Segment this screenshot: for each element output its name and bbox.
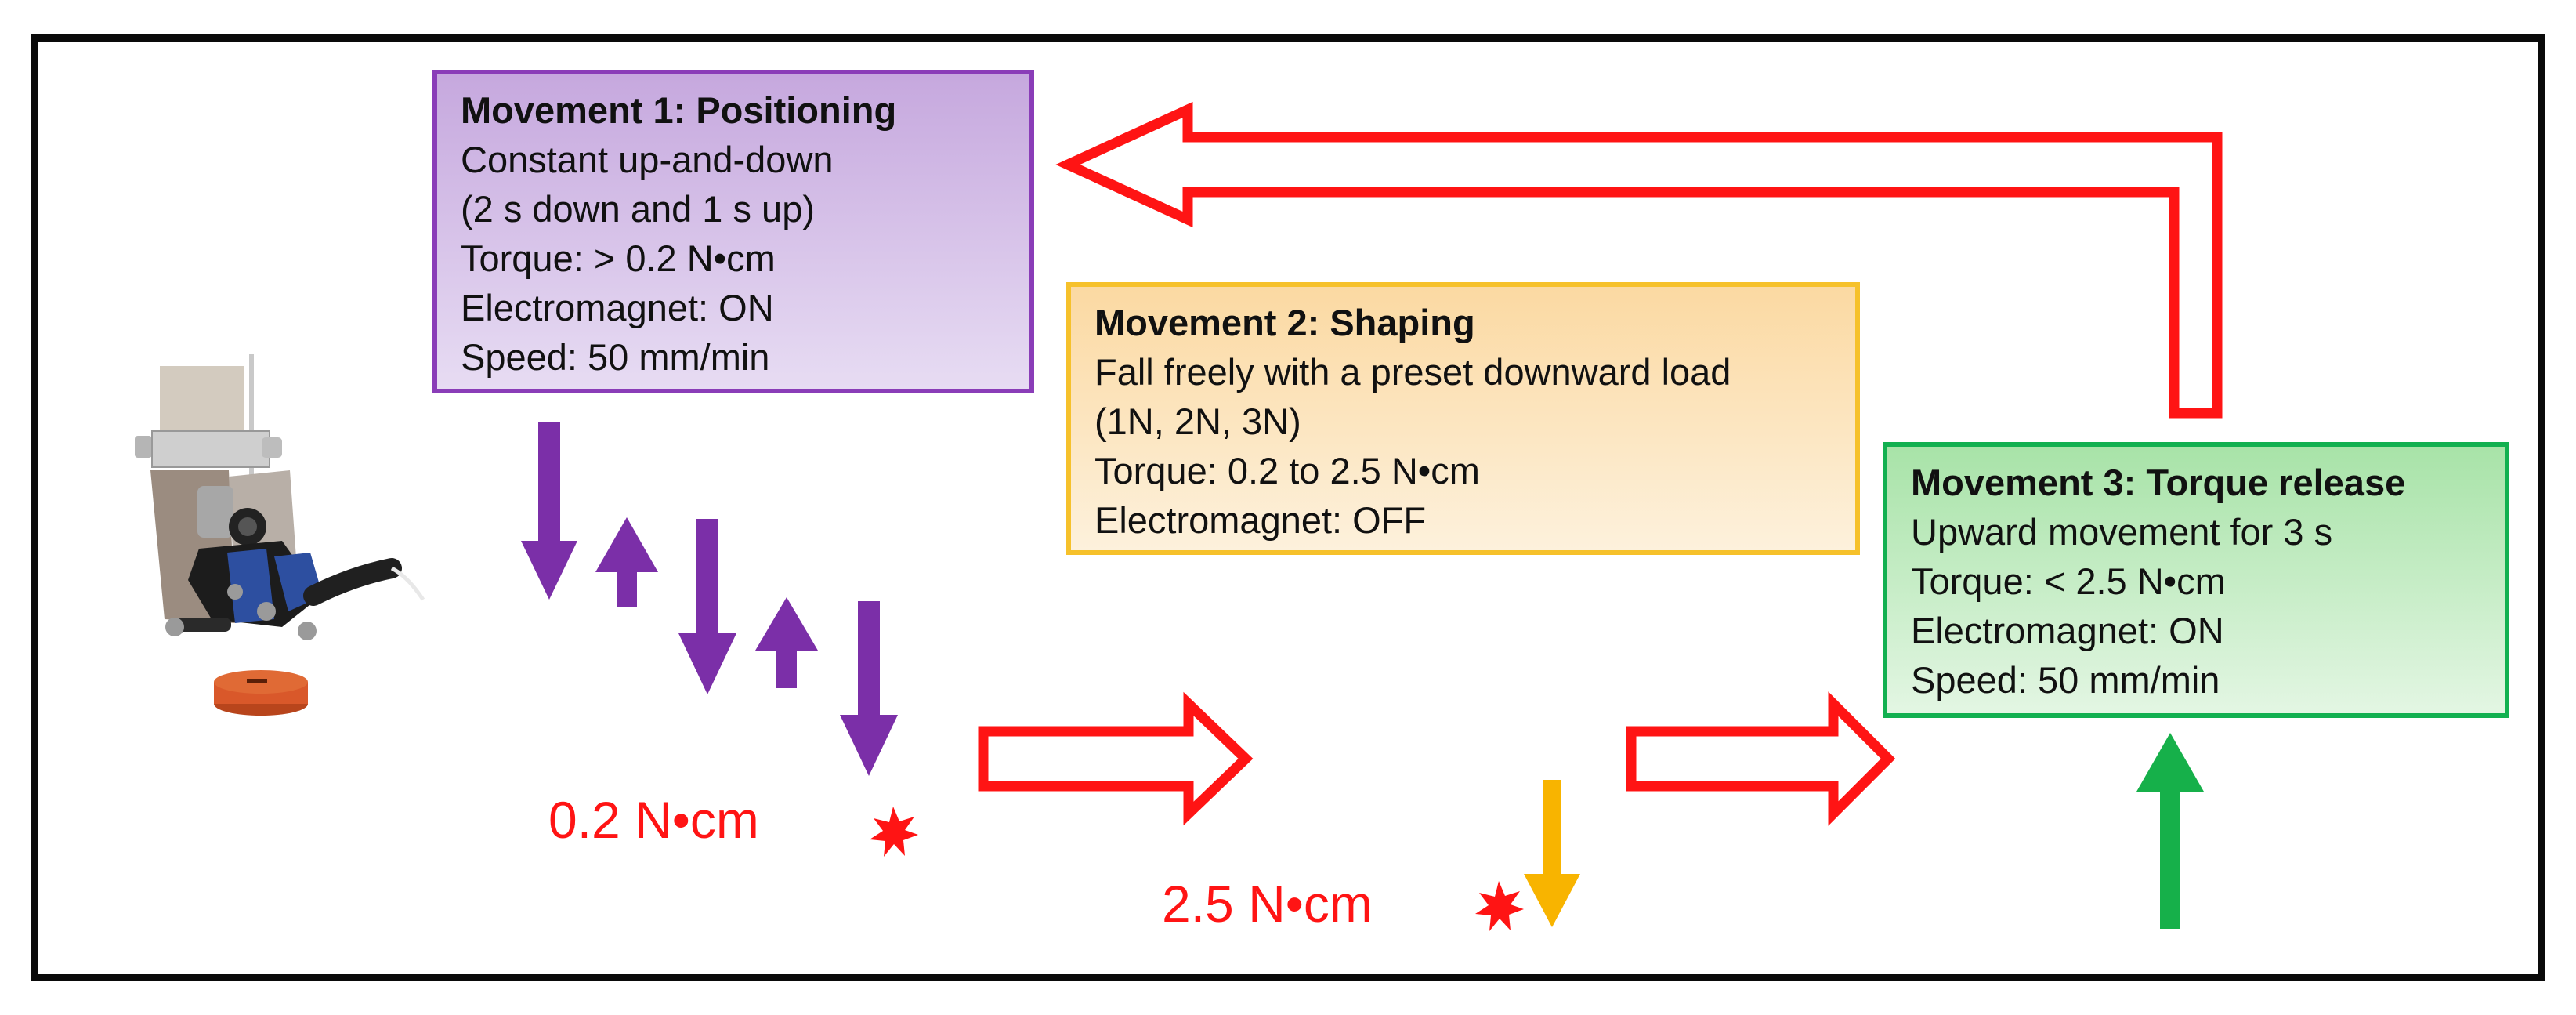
movement2-line: Fall freely with a preset downward load: [1094, 351, 1731, 393]
down-arrow-icon: [521, 422, 577, 600]
movement1-box: Movement 1: Positioning Constant up-and-…: [432, 70, 1034, 393]
movement1-line: (2 s down and 1 s up): [461, 188, 815, 230]
movement3-line: Speed: 50 mm/min: [1911, 659, 2220, 701]
movement3-line: Electromagnet: ON: [1911, 610, 2224, 651]
starburst-icon: [1475, 881, 1524, 931]
up-arrow-icon: [755, 597, 818, 688]
movement3-line: Upward movement for 3 s: [1911, 511, 2333, 553]
movement1-arrows: [521, 422, 898, 776]
down-arrow-icon: [840, 601, 898, 776]
movement1-line: Torque: > 0.2 N•cm: [461, 237, 776, 279]
movement2-down-arrow-icon: [1524, 780, 1580, 927]
flow-arrow-2-to-3: [1626, 691, 1896, 826]
movement3-line: Torque: < 2.5 N•cm: [1911, 560, 2226, 602]
movement1-line: Electromagnet: ON: [461, 287, 774, 328]
movement2-line: Torque: 0.2 to 2.5 N•cm: [1094, 450, 1480, 491]
movement3-box: Movement 3: Torque release Upward moveme…: [1883, 442, 2509, 718]
movement1-line: Constant up-and-down: [461, 139, 834, 180]
movement2-box: Movement 2: Shaping Fall freely with a p…: [1066, 282, 1860, 555]
up-arrow-icon: [595, 517, 658, 607]
return-flow-arrow: [1055, 101, 2223, 419]
movement2-line: (1N, 2N, 3N): [1094, 401, 1301, 442]
device-illustration: [135, 354, 425, 716]
movement3-title: Movement 3: Torque release: [1911, 462, 2406, 503]
movement1-title: Movement 1: Positioning: [461, 89, 897, 131]
starburst-icon: [870, 807, 918, 857]
movement1-line: Speed: 50 mm/min: [461, 336, 770, 378]
torque-label-high: 2.5 N•cm: [1162, 875, 1373, 933]
movement2-line: Electromagnet: OFF: [1094, 499, 1427, 541]
down-arrow-icon: [678, 519, 736, 694]
movement2-title: Movement 2: Shaping: [1094, 302, 1475, 343]
torque-label-low: 0.2 N•cm: [548, 791, 759, 849]
flow-arrow-1-to-2: [978, 691, 1254, 826]
movement3-up-arrow-icon: [2136, 733, 2204, 929]
